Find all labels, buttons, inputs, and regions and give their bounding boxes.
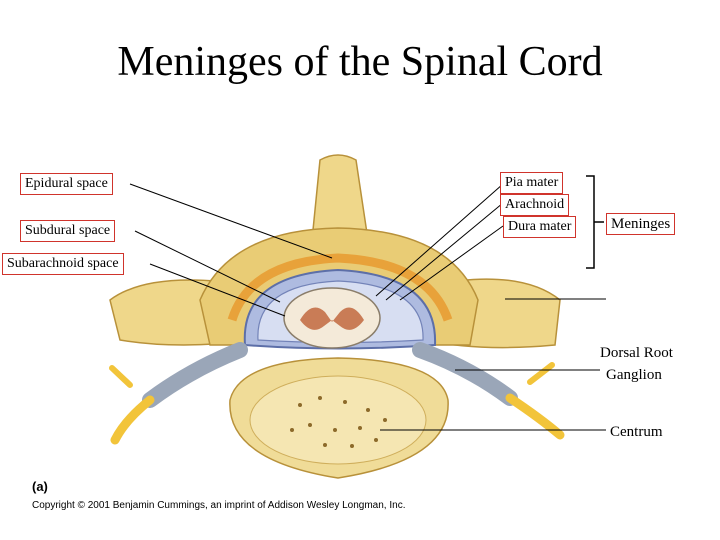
right-spinal-nerve: [505, 393, 565, 440]
label-dorsal-root: Dorsal Root: [600, 345, 673, 361]
left-rami: [109, 365, 133, 388]
label-arachnoid: Arachnoid: [500, 194, 570, 216]
right-rami: [527, 362, 555, 385]
label-epidural-space: Epidural space: [20, 173, 113, 195]
label-centrum: Centrum: [610, 424, 663, 440]
left-spinal-nerve: [110, 395, 155, 445]
page-title: Meninges of the Spinal Cord: [117, 39, 603, 85]
meninges-bracket: [586, 175, 595, 269]
epidural-fat: [227, 253, 453, 322]
centrum-pores: [290, 396, 387, 448]
spinous-process: [311, 154, 369, 241]
left-nerve-root: [142, 342, 248, 408]
right-nerve-root: [412, 342, 518, 406]
copyright-notice: Copyright © 2001 Benjamin Cummings, an i…: [32, 500, 406, 511]
label-meninges: Meninges: [606, 213, 676, 235]
figure-tag: (a): [32, 479, 48, 494]
label-ganglion: Ganglion: [606, 367, 662, 383]
label-subarachnoid-space: Subarachnoid space: [2, 253, 124, 275]
gray-matter: [300, 307, 364, 330]
spinal-cord: [283, 287, 381, 349]
label-subdural-space: Subdural space: [20, 220, 116, 242]
label-dura-mater: Dura mater: [503, 216, 577, 238]
leader-lines: [129, 183, 606, 431]
centrum-inner: [249, 375, 427, 465]
label-pia-mater: Pia mater: [500, 172, 564, 194]
